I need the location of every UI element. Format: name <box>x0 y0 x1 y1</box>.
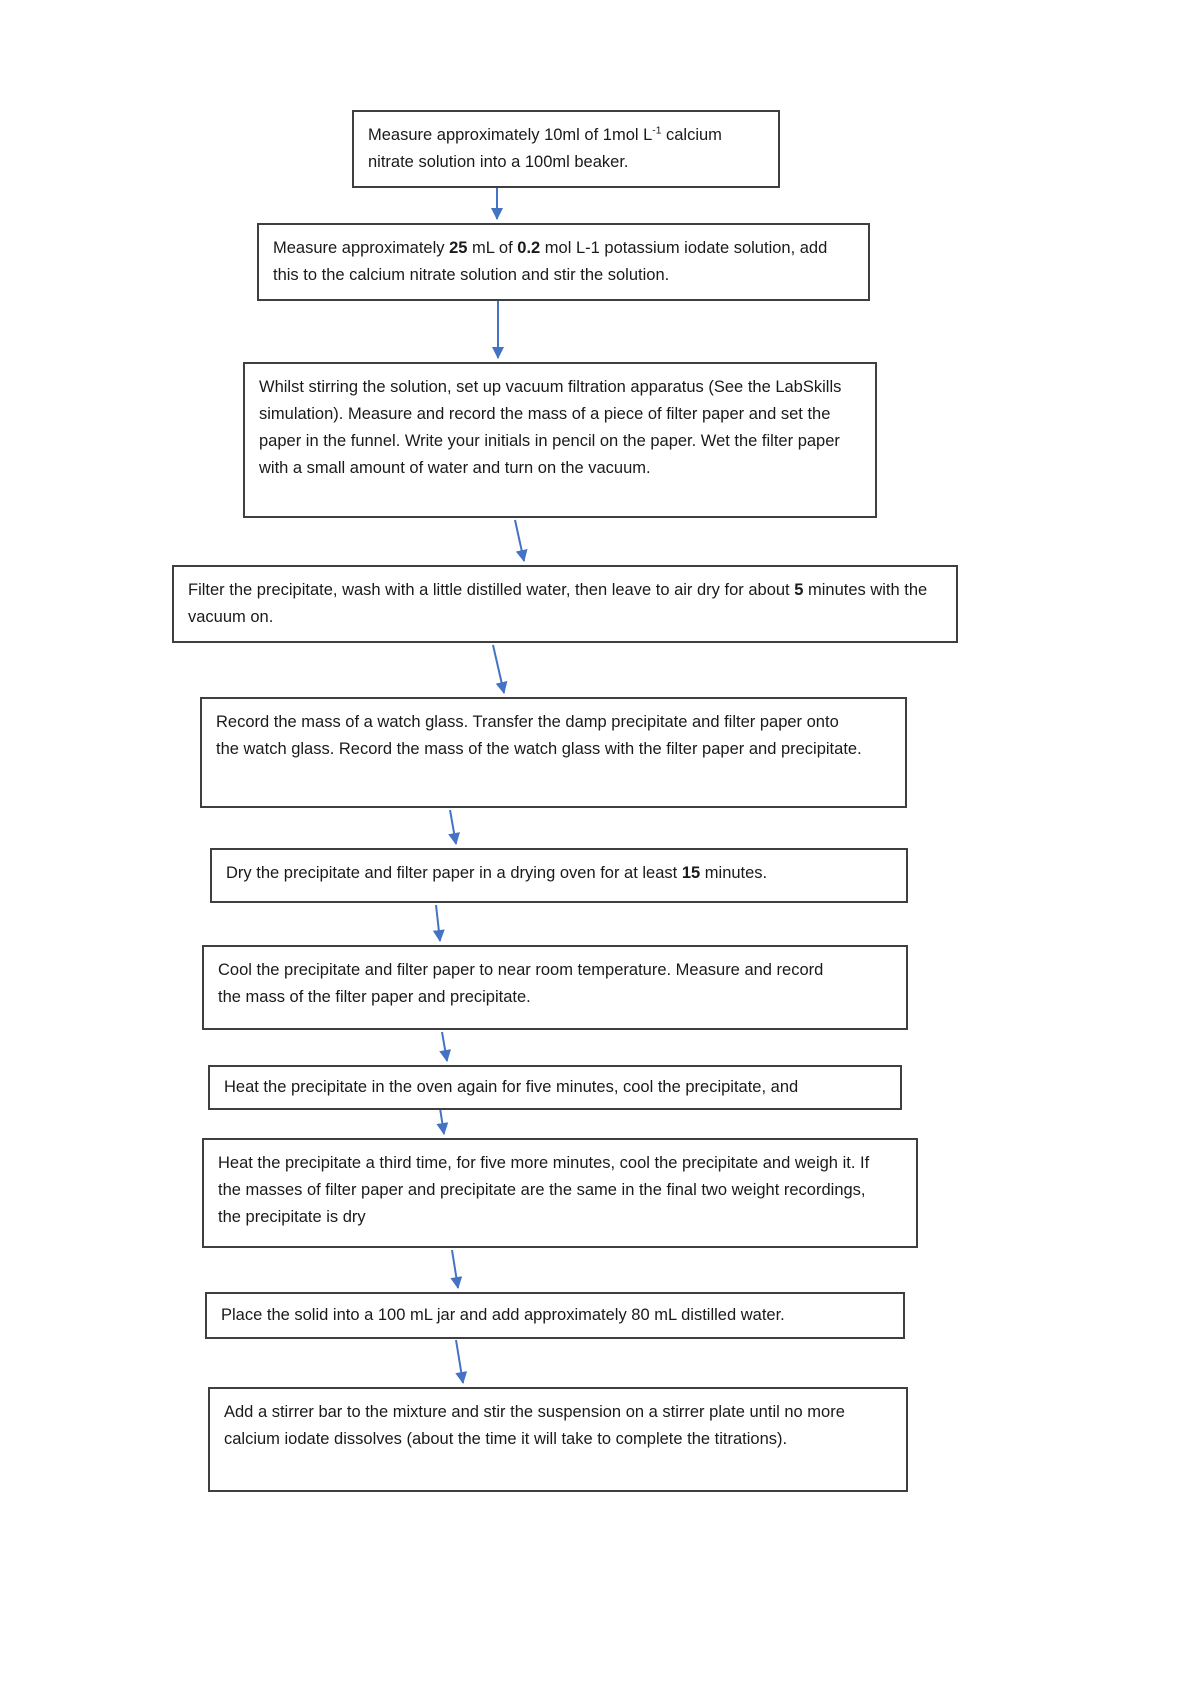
step-box-11: Add a stirrer bar to the mixture and sti… <box>208 1387 908 1492</box>
step-box-9: Heat the precipitate a third time, for f… <box>202 1138 918 1248</box>
flow-arrow-10 <box>455 1339 468 1384</box>
step-box-3: Whilst stirring the solution, set up vac… <box>243 362 877 518</box>
flow-arrow-3 <box>514 519 528 562</box>
step-text-8: Heat the precipitate in the oven again f… <box>224 1078 799 1096</box>
step-text-9: Heat the precipitate a third time, for f… <box>218 1154 870 1226</box>
flow-arrow-8 <box>436 1107 449 1135</box>
step-box-5: Record the mass of a watch glass. Transf… <box>200 697 907 808</box>
step-text-2: Measure approximately 25 mL of 0.2 mol L… <box>273 239 828 284</box>
step-text-6: Dry the precipitate and filter paper in … <box>226 864 768 882</box>
step-box-4: Filter the precipitate, wash with a litt… <box>172 565 958 643</box>
step-box-8: Heat the precipitate in the oven again f… <box>208 1065 902 1110</box>
flow-arrow-7 <box>439 1031 452 1062</box>
step-box-1: Measure approximately 10ml of 1mol L-1 c… <box>352 110 780 188</box>
step-box-2: Measure approximately 25 mL of 0.2 mol L… <box>257 223 870 301</box>
step-text-3: Whilst stirring the solution, set up vac… <box>259 378 842 477</box>
flow-arrow-5 <box>448 809 460 845</box>
step-text-1: Measure approximately 10ml of 1mol L-1 c… <box>368 125 722 171</box>
flow-arrow-9 <box>450 1249 463 1289</box>
step-text-11: Add a stirrer bar to the mixture and sti… <box>224 1403 845 1448</box>
step-box-6: Dry the precipitate and filter paper in … <box>210 848 908 903</box>
flow-arrow-4 <box>492 644 508 694</box>
step-text-10: Place the solid into a 100 mL jar and ad… <box>221 1306 785 1324</box>
step-text-5: Record the mass of a watch glass. Transf… <box>216 713 862 758</box>
flow-arrow-6 <box>432 904 445 942</box>
step-box-7: Cool the precipitate and filter paper to… <box>202 945 908 1030</box>
step-box-10: Place the solid into a 100 mL jar and ad… <box>205 1292 905 1339</box>
step-text-4: Filter the precipitate, wash with a litt… <box>188 581 928 626</box>
step-text-7: Cool the precipitate and filter paper to… <box>218 961 824 1006</box>
